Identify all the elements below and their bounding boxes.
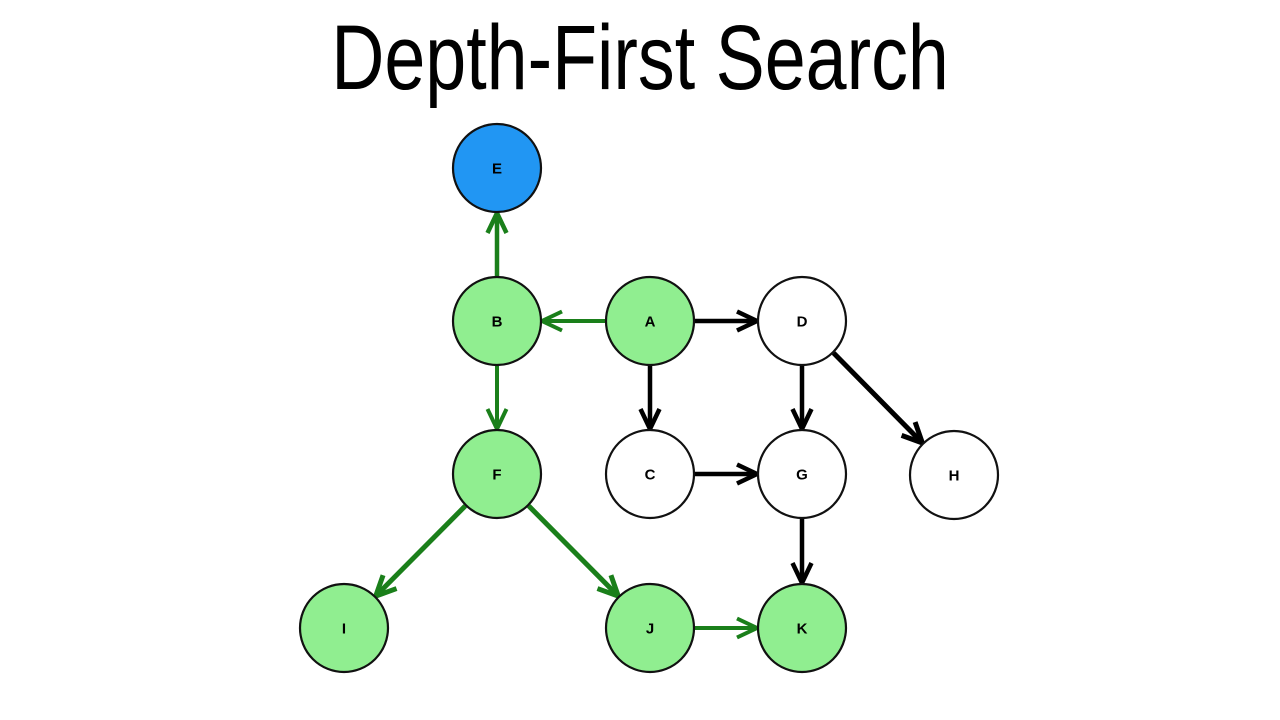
edge-a-to-c <box>638 366 662 435</box>
node-j-label: J <box>646 621 654 638</box>
node-b-circle[interactable] <box>451 275 543 367</box>
edge-d-to-g <box>790 366 814 435</box>
node-k-circle[interactable] <box>756 582 848 674</box>
node-b[interactable]: B <box>451 275 543 367</box>
edge-j-to-k <box>695 616 762 640</box>
node-h-circle[interactable] <box>908 429 1000 521</box>
node-g-circle[interactable] <box>756 428 848 520</box>
node-f[interactable]: F <box>451 428 543 520</box>
node-j-circle[interactable] <box>604 582 696 674</box>
node-d[interactable]: D <box>756 275 848 367</box>
node-k[interactable]: K <box>756 582 848 674</box>
node-a[interactable]: A <box>604 275 696 367</box>
edge-c-to-g <box>695 462 763 486</box>
node-j[interactable]: J <box>604 582 696 674</box>
edge-b-to-e <box>485 207 509 276</box>
node-c-circle[interactable] <box>604 428 696 520</box>
nodes-layer: E B A D F C G H I J K <box>298 122 1000 674</box>
node-h-label: H <box>949 468 960 485</box>
node-a-circle[interactable] <box>604 275 696 367</box>
node-g-label: G <box>796 467 808 484</box>
node-f-label: F <box>492 467 501 484</box>
node-b-label: B <box>492 314 503 331</box>
edge-d-to-h <box>831 351 927 448</box>
node-f-circle[interactable] <box>451 428 543 520</box>
node-i-circle[interactable] <box>298 582 390 674</box>
node-c[interactable]: C <box>604 428 696 520</box>
edge-b-to-f <box>485 366 509 434</box>
node-k-label: K <box>797 621 808 638</box>
edge-f-to-i <box>371 504 468 601</box>
edge-f-to-j <box>526 504 623 601</box>
node-a-label: A <box>645 314 656 331</box>
node-e-label: E <box>492 161 502 178</box>
node-c-label: C <box>645 467 656 484</box>
edge-a-to-d <box>695 309 763 333</box>
edge-g-to-k <box>790 519 814 589</box>
node-e-circle[interactable] <box>451 122 543 214</box>
node-d-circle[interactable] <box>756 275 848 367</box>
node-h[interactable]: H <box>908 429 1000 521</box>
node-d-label: D <box>797 314 808 331</box>
edge-a-to-b <box>537 309 605 333</box>
node-i[interactable]: I <box>298 582 390 674</box>
node-g[interactable]: G <box>756 428 848 520</box>
node-e[interactable]: E <box>451 122 543 214</box>
node-i-label: I <box>342 621 346 638</box>
page-title: Depth-First Search <box>331 7 949 109</box>
